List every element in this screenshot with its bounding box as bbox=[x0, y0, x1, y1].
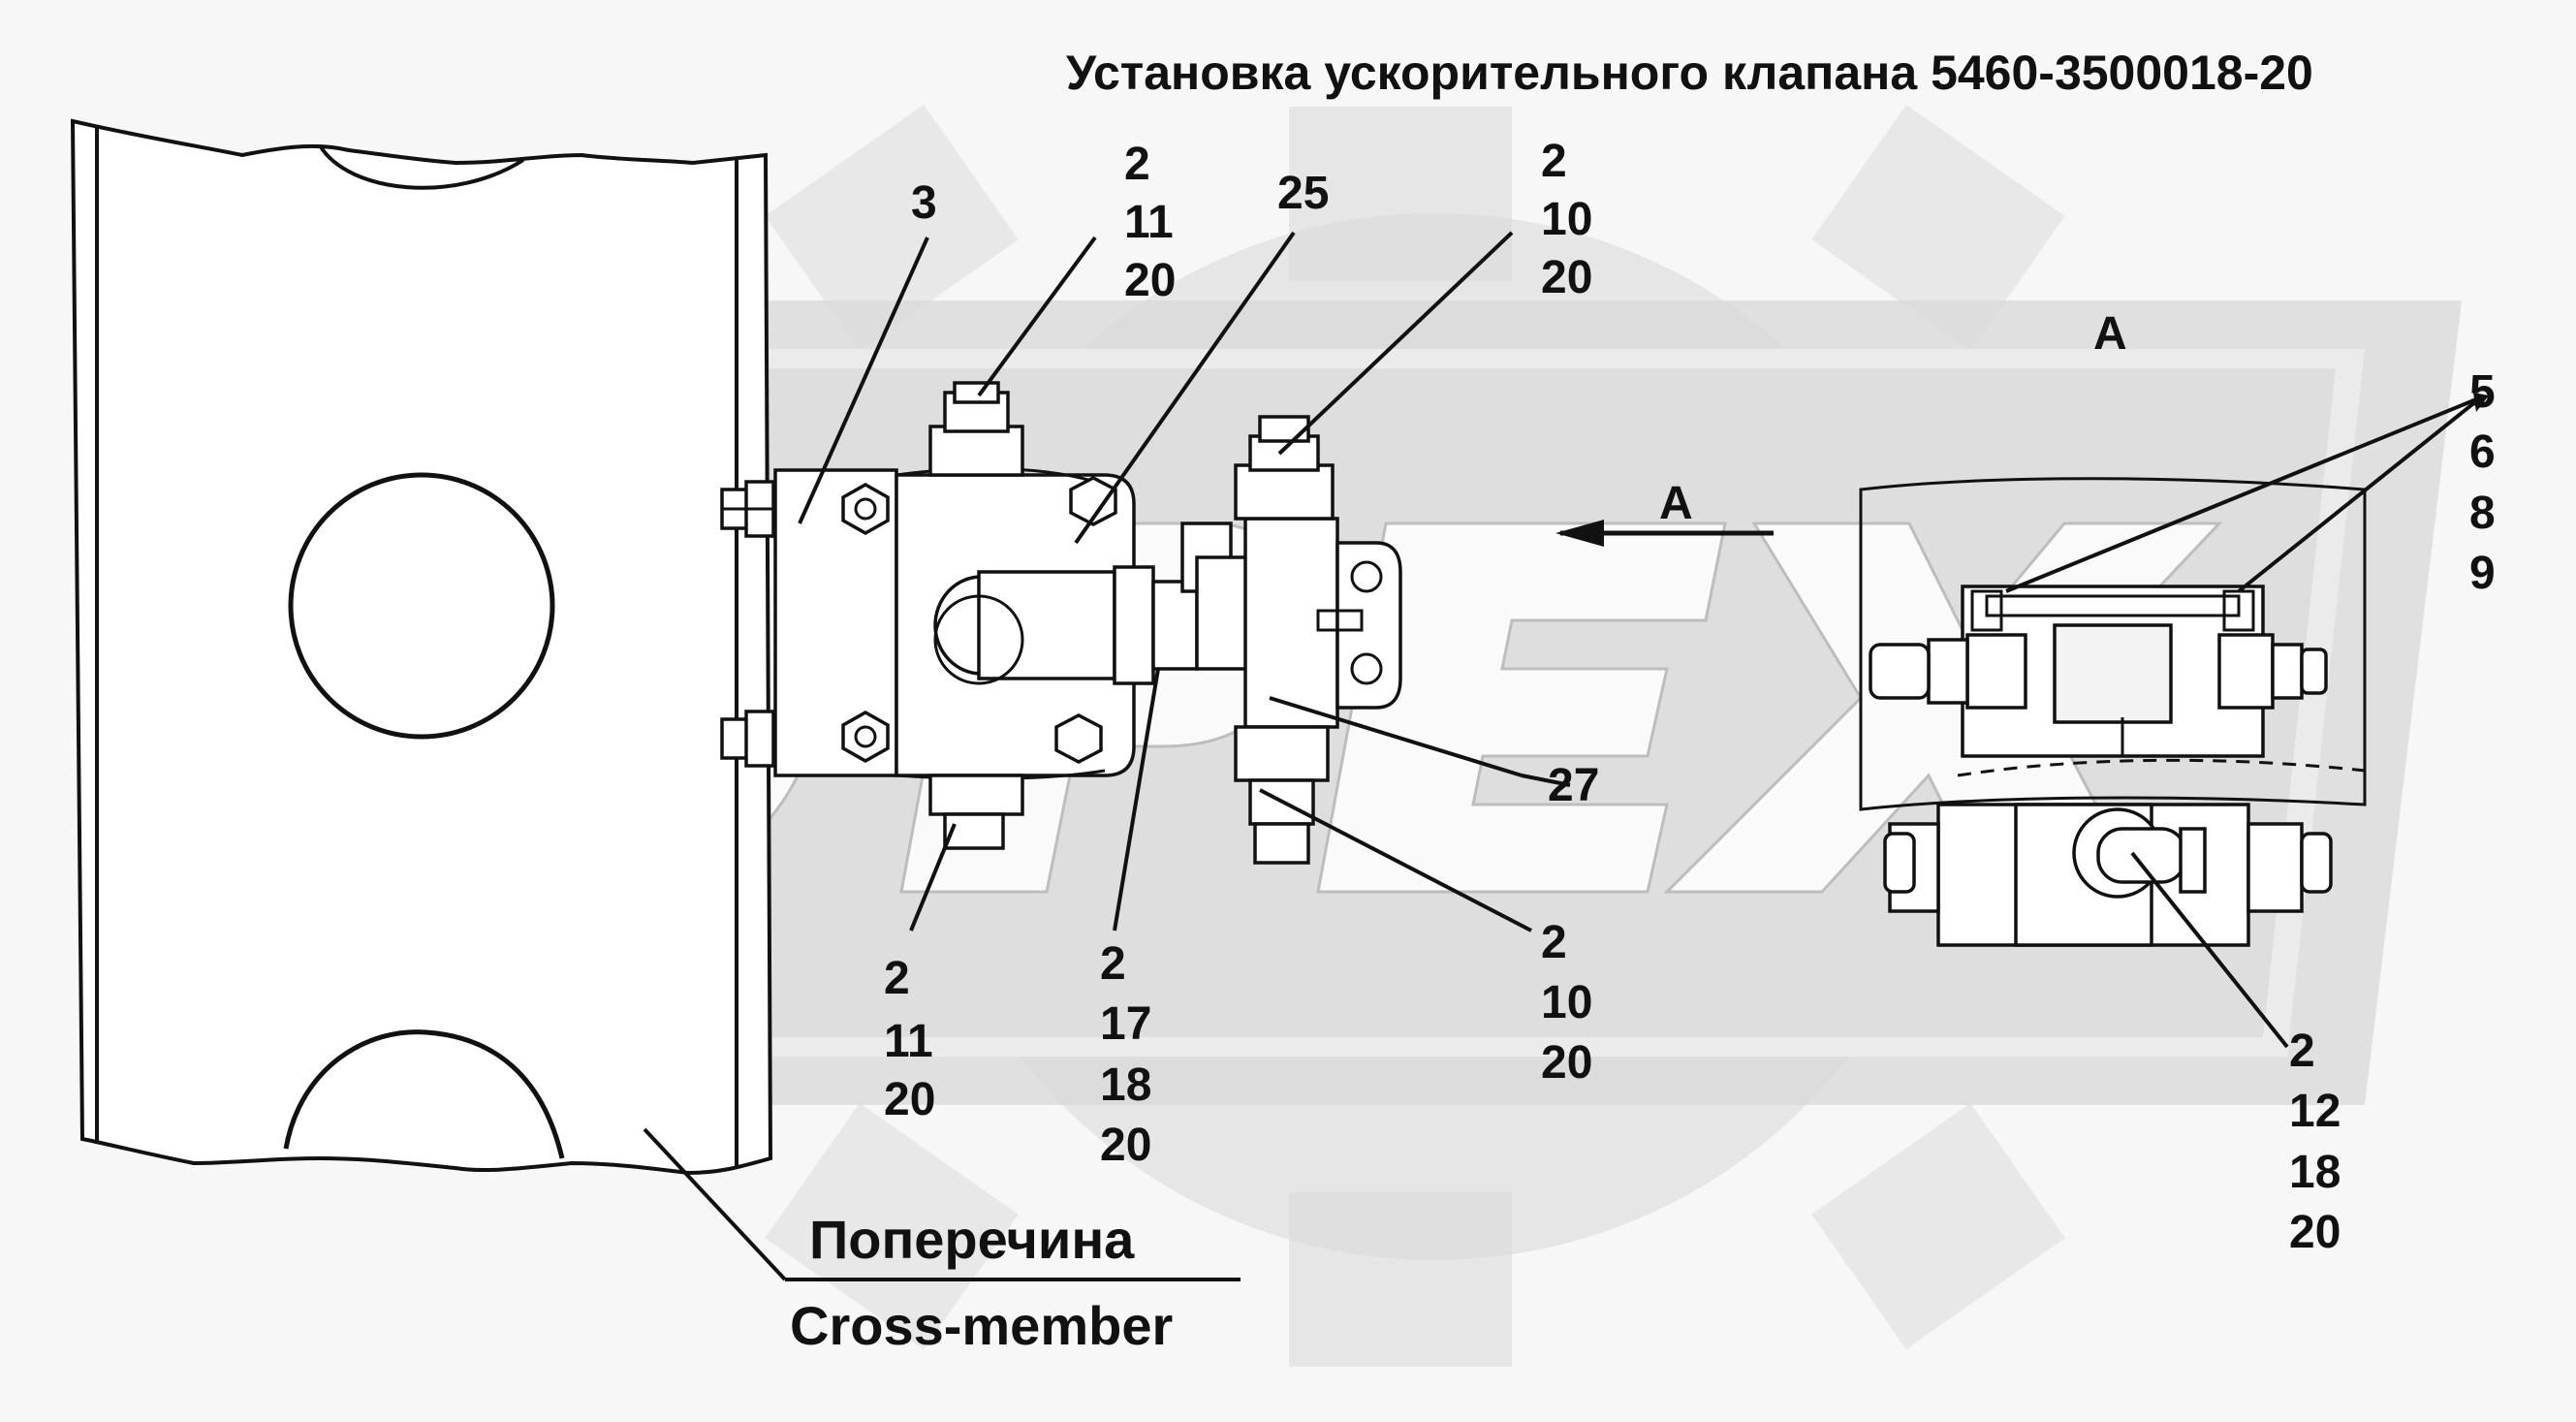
leader-lines bbox=[643, 231, 2489, 1281]
caption-ru: Поперечина bbox=[809, 1209, 1135, 1270]
view-arrow bbox=[1555, 520, 1774, 547]
callout-top-2-10-20: 2 10 20 bbox=[1541, 136, 1606, 303]
arrow-a-label: А bbox=[1659, 478, 1693, 529]
accelerator-valve bbox=[841, 381, 1199, 850]
tee-fitting bbox=[1180, 415, 1402, 865]
drawing-title: Установка ускорительного клапана 5460-35… bbox=[1066, 46, 2313, 100]
caption-en: Cross-member bbox=[790, 1295, 1173, 1356]
callout-top-2-11-20: 2 11 20 bbox=[1124, 139, 1186, 306]
view-a-label: А bbox=[2093, 308, 2127, 360]
callout-27: 27 bbox=[1548, 760, 1599, 811]
cross-member bbox=[70, 118, 773, 1176]
callout-bottom-2-17-18-20: 2 17 18 20 bbox=[1100, 938, 1165, 1171]
callout-25: 25 bbox=[1277, 168, 1329, 219]
callout-bottom-2-10-20: 2 10 20 bbox=[1541, 917, 1606, 1089]
callout-right-2-12-18-20: 2 12 18 20 bbox=[2289, 1026, 2354, 1258]
view-a-detail bbox=[1859, 477, 2367, 947]
callout-bottom-2-11-20: 2 11 20 bbox=[884, 953, 946, 1125]
callout-3: 3 bbox=[911, 177, 937, 229]
callout-right-5-6-8-9: 5 6 8 9 bbox=[2469, 366, 2508, 599]
